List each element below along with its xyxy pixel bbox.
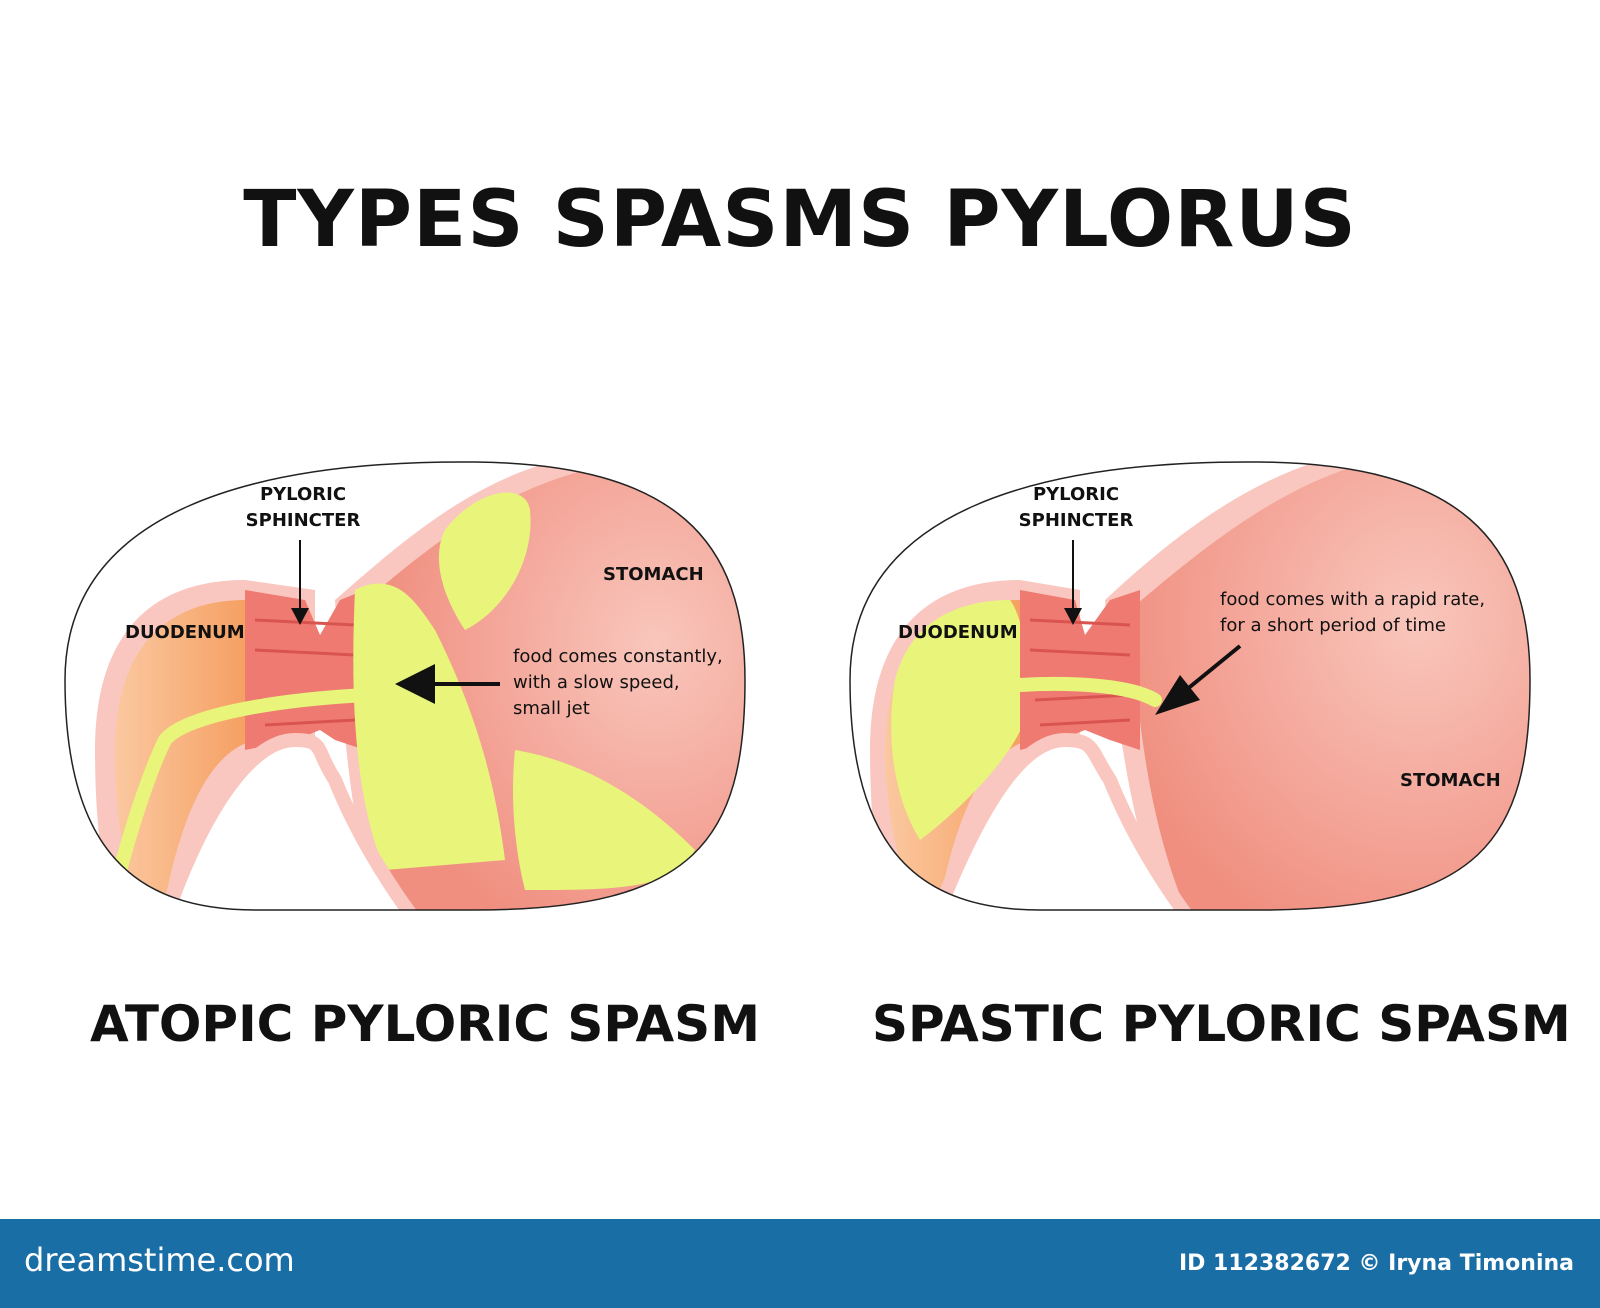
image-credit: ID 112382672 © Iryna Timonina [1178,1251,1574,1276]
food-mass [891,600,1027,840]
spastic-spasm-diagram: PYLORIC SPHINCTER DUODENUM STOMACH food … [849,461,1531,911]
flow-arrow [1178,644,1242,697]
brand-logo[interactable]: dreamstime.com [24,1241,295,1279]
stomach-label: STOMACH [603,564,704,585]
sphincter-label-line1: PYLORIC [260,484,346,505]
note-line-2: for a short period of time [1220,615,1446,636]
pyloric-sphincter [1020,590,1140,750]
sphincter-label-line1: PYLORIC [1033,484,1119,505]
food-mass [513,750,695,890]
duodenum-label: DUODENUM [125,622,245,643]
diagram-outline [64,461,746,911]
food-mass [438,492,531,630]
page-title: TYPES SPASMS PYLORUS [243,175,1357,265]
food-jet [1013,676,1162,707]
duodenum-body [115,600,255,900]
duodenum-label: DUODENUM [898,622,1018,643]
stomach-body [1130,462,1530,910]
note-line-2: with a slow speed, [513,672,680,693]
food-jet [108,688,372,897]
sphincter-label-line2: SPHINCTER [1019,510,1134,531]
sphincter-label-line2: SPHINCTER [246,510,361,531]
diagram-outline [849,461,1531,911]
note-line-3: small jet [513,698,590,719]
note-line-1: food comes constantly, [513,646,723,667]
note-line-1: food comes with a rapid rate, [1220,589,1485,610]
atopic-spasm-diagram: PYLORIC SPHINCTER DUODENUM STOMACH food … [64,461,746,911]
atopic-caption: ATOPIC PYLORIC SPASM [90,995,760,1053]
spastic-caption: SPASTIC PYLORIC SPASM [872,995,1571,1053]
stomach-label: STOMACH [1400,770,1501,791]
food-mass [353,583,505,870]
footer-bar: dreamstime.com ID 112382672 © Iryna Timo… [0,1219,1600,1308]
